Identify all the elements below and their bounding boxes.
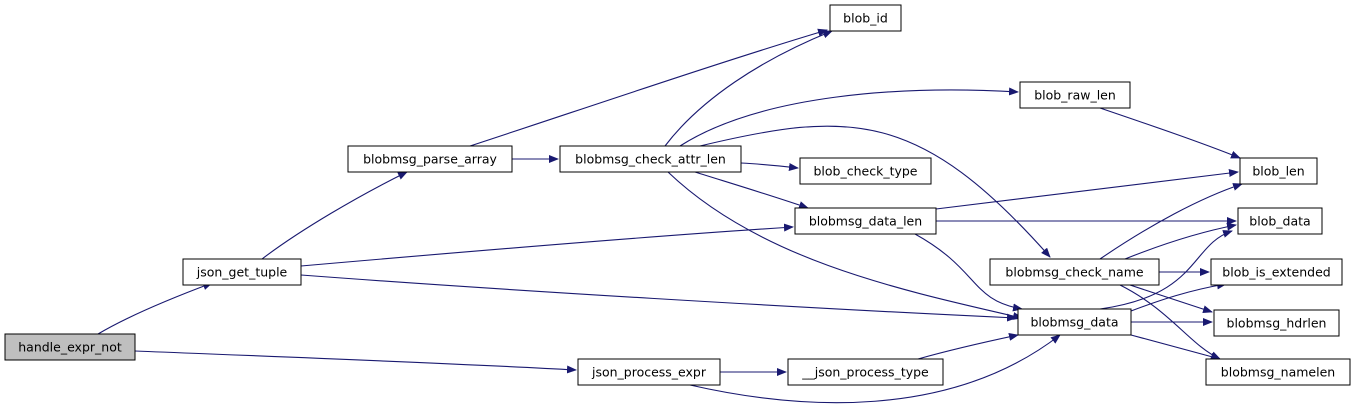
edge-handle_expr_not-to-json_process_expr [134, 350, 577, 374]
node-box[interactable] [1210, 258, 1343, 286]
node-box[interactable] [1019, 81, 1131, 109]
edge-json_process_expr-to-blobmsg_data [689, 334, 1061, 404]
edge-blobmsg_check_name-to-blob_len [1099, 183, 1243, 260]
node-blobmsg_namelen[interactable]: blobmsg_namelen [1205, 358, 1351, 386]
edge-blobmsg_check_attr_len-to-blob_id [664, 30, 833, 147]
node-blobmsg_data[interactable]: blobmsg_data [1017, 308, 1132, 336]
node-box[interactable] [559, 145, 742, 173]
node-blobmsg_parse_array[interactable]: blobmsg_parse_array [347, 145, 513, 173]
node-box[interactable] [4, 333, 136, 361]
edge-blobmsg_data-to-blob_data [1099, 230, 1233, 310]
node-label: blobmsg_data [1030, 315, 1118, 330]
edge-blobmsg_check_name-to-blob_data [1124, 222, 1237, 260]
edge-blobmsg_data-to-blob_is_extended [1130, 281, 1227, 312]
node-label: blob_len [1252, 164, 1304, 179]
edge-blobmsg_check_attr_len-to-blob_raw_len [679, 87, 1019, 147]
node-box[interactable] [799, 157, 932, 185]
node-label: blobmsg_check_name [1005, 265, 1143, 280]
edge-json_get_tuple-to-blobmsg_parse_array [261, 171, 408, 260]
edge-json_get_tuple-to-blobmsg_data [300, 274, 1017, 322]
edge-blobmsg_check_name-to-blobmsg_hdrlen [1129, 284, 1213, 314]
node-box[interactable] [577, 358, 721, 386]
node-blob_len[interactable]: blob_len [1239, 157, 1318, 185]
node-box[interactable] [787, 358, 944, 386]
node-box[interactable] [1017, 308, 1132, 336]
edge-handle_expr_not-to-json_get_tuple [97, 282, 213, 335]
node-__json_process_type[interactable]: __json_process_type [787, 358, 944, 386]
node-blob_id[interactable]: blob_id [829, 4, 902, 32]
edge-blobmsg_data_len-to-blob_len [935, 169, 1239, 210]
node-label: blobmsg_check_attr_len [575, 152, 726, 167]
edge-blob_raw_len-to-blob_len [1099, 107, 1241, 159]
node-handle_expr_not[interactable]: handle_expr_not [4, 333, 136, 361]
node-label: blob_check_type [813, 164, 917, 179]
edge-blobmsg_data-to-blobmsg_namelen [1130, 334, 1221, 361]
node-box[interactable] [182, 258, 302, 286]
node-label: blobmsg_data_len [809, 214, 922, 229]
node-json_process_expr[interactable]: json_process_expr [577, 358, 721, 386]
node-blob_is_extended[interactable]: blob_is_extended [1210, 258, 1343, 286]
nodes-layer: handle_expr_not json_get_tuple json_proces… [4, 4, 1351, 386]
node-blobmsg_hdrlen[interactable]: blobmsg_hdrlen [1213, 309, 1340, 337]
node-box[interactable] [989, 258, 1160, 286]
node-blob_raw_len[interactable]: blob_raw_len [1019, 81, 1131, 109]
edge-blobmsg_check_attr_len-to-blobmsg_data [667, 171, 1023, 320]
node-box[interactable] [794, 207, 937, 235]
node-label: blob_id [843, 11, 888, 26]
edge-blobmsg_check_attr_len-to-blobmsg_data_len [694, 171, 809, 209]
node-blobmsg_check_attr_len[interactable]: blobmsg_check_attr_len [559, 145, 742, 173]
node-box[interactable] [829, 4, 902, 32]
node-label: handle_expr_not [18, 340, 122, 355]
edges-layer [97, 28, 1243, 404]
edge-blobmsg_check_attr_len-to-blobmsg_check_name [699, 125, 1051, 258]
edge-blobmsg_parse_array-to-blob_id [469, 28, 828, 147]
node-blobmsg_data_len[interactable]: blobmsg_data_len [794, 207, 937, 235]
node-blobmsg_check_name[interactable]: blobmsg_check_name [989, 258, 1160, 286]
node-box[interactable] [1213, 309, 1340, 337]
node-label: blobmsg_parse_array [363, 152, 497, 167]
node-box[interactable] [1239, 157, 1318, 185]
node-json_get_tuple[interactable]: json_get_tuple [182, 258, 302, 286]
node-label: __json_process_type [801, 365, 929, 380]
node-label: blobmsg_namelen [1221, 365, 1335, 380]
node-label: json_get_tuple [196, 265, 288, 280]
edge-blobmsg_data_len-to-blobmsg_data [914, 233, 1023, 312]
node-box[interactable] [1205, 358, 1351, 386]
node-label: blobmsg_hdrlen [1227, 316, 1327, 331]
node-box[interactable] [1237, 207, 1323, 235]
node-label: blob_is_extended [1222, 265, 1330, 280]
node-blob_check_type[interactable]: blob_check_type [799, 157, 932, 185]
node-blob_data[interactable]: blob_data [1237, 207, 1323, 235]
edge-__json_process_type-to-blobmsg_data [917, 332, 1019, 360]
node-label: blob_data [1249, 214, 1310, 229]
node-box[interactable] [347, 145, 513, 173]
edge-json_get_tuple-to-blobmsg_data_len [300, 223, 794, 267]
edge-blobmsg_check_attr_len-to-blob_check_type [740, 162, 799, 171]
node-label: blob_raw_len [1034, 88, 1116, 103]
node-label: json_process_expr [591, 365, 707, 380]
